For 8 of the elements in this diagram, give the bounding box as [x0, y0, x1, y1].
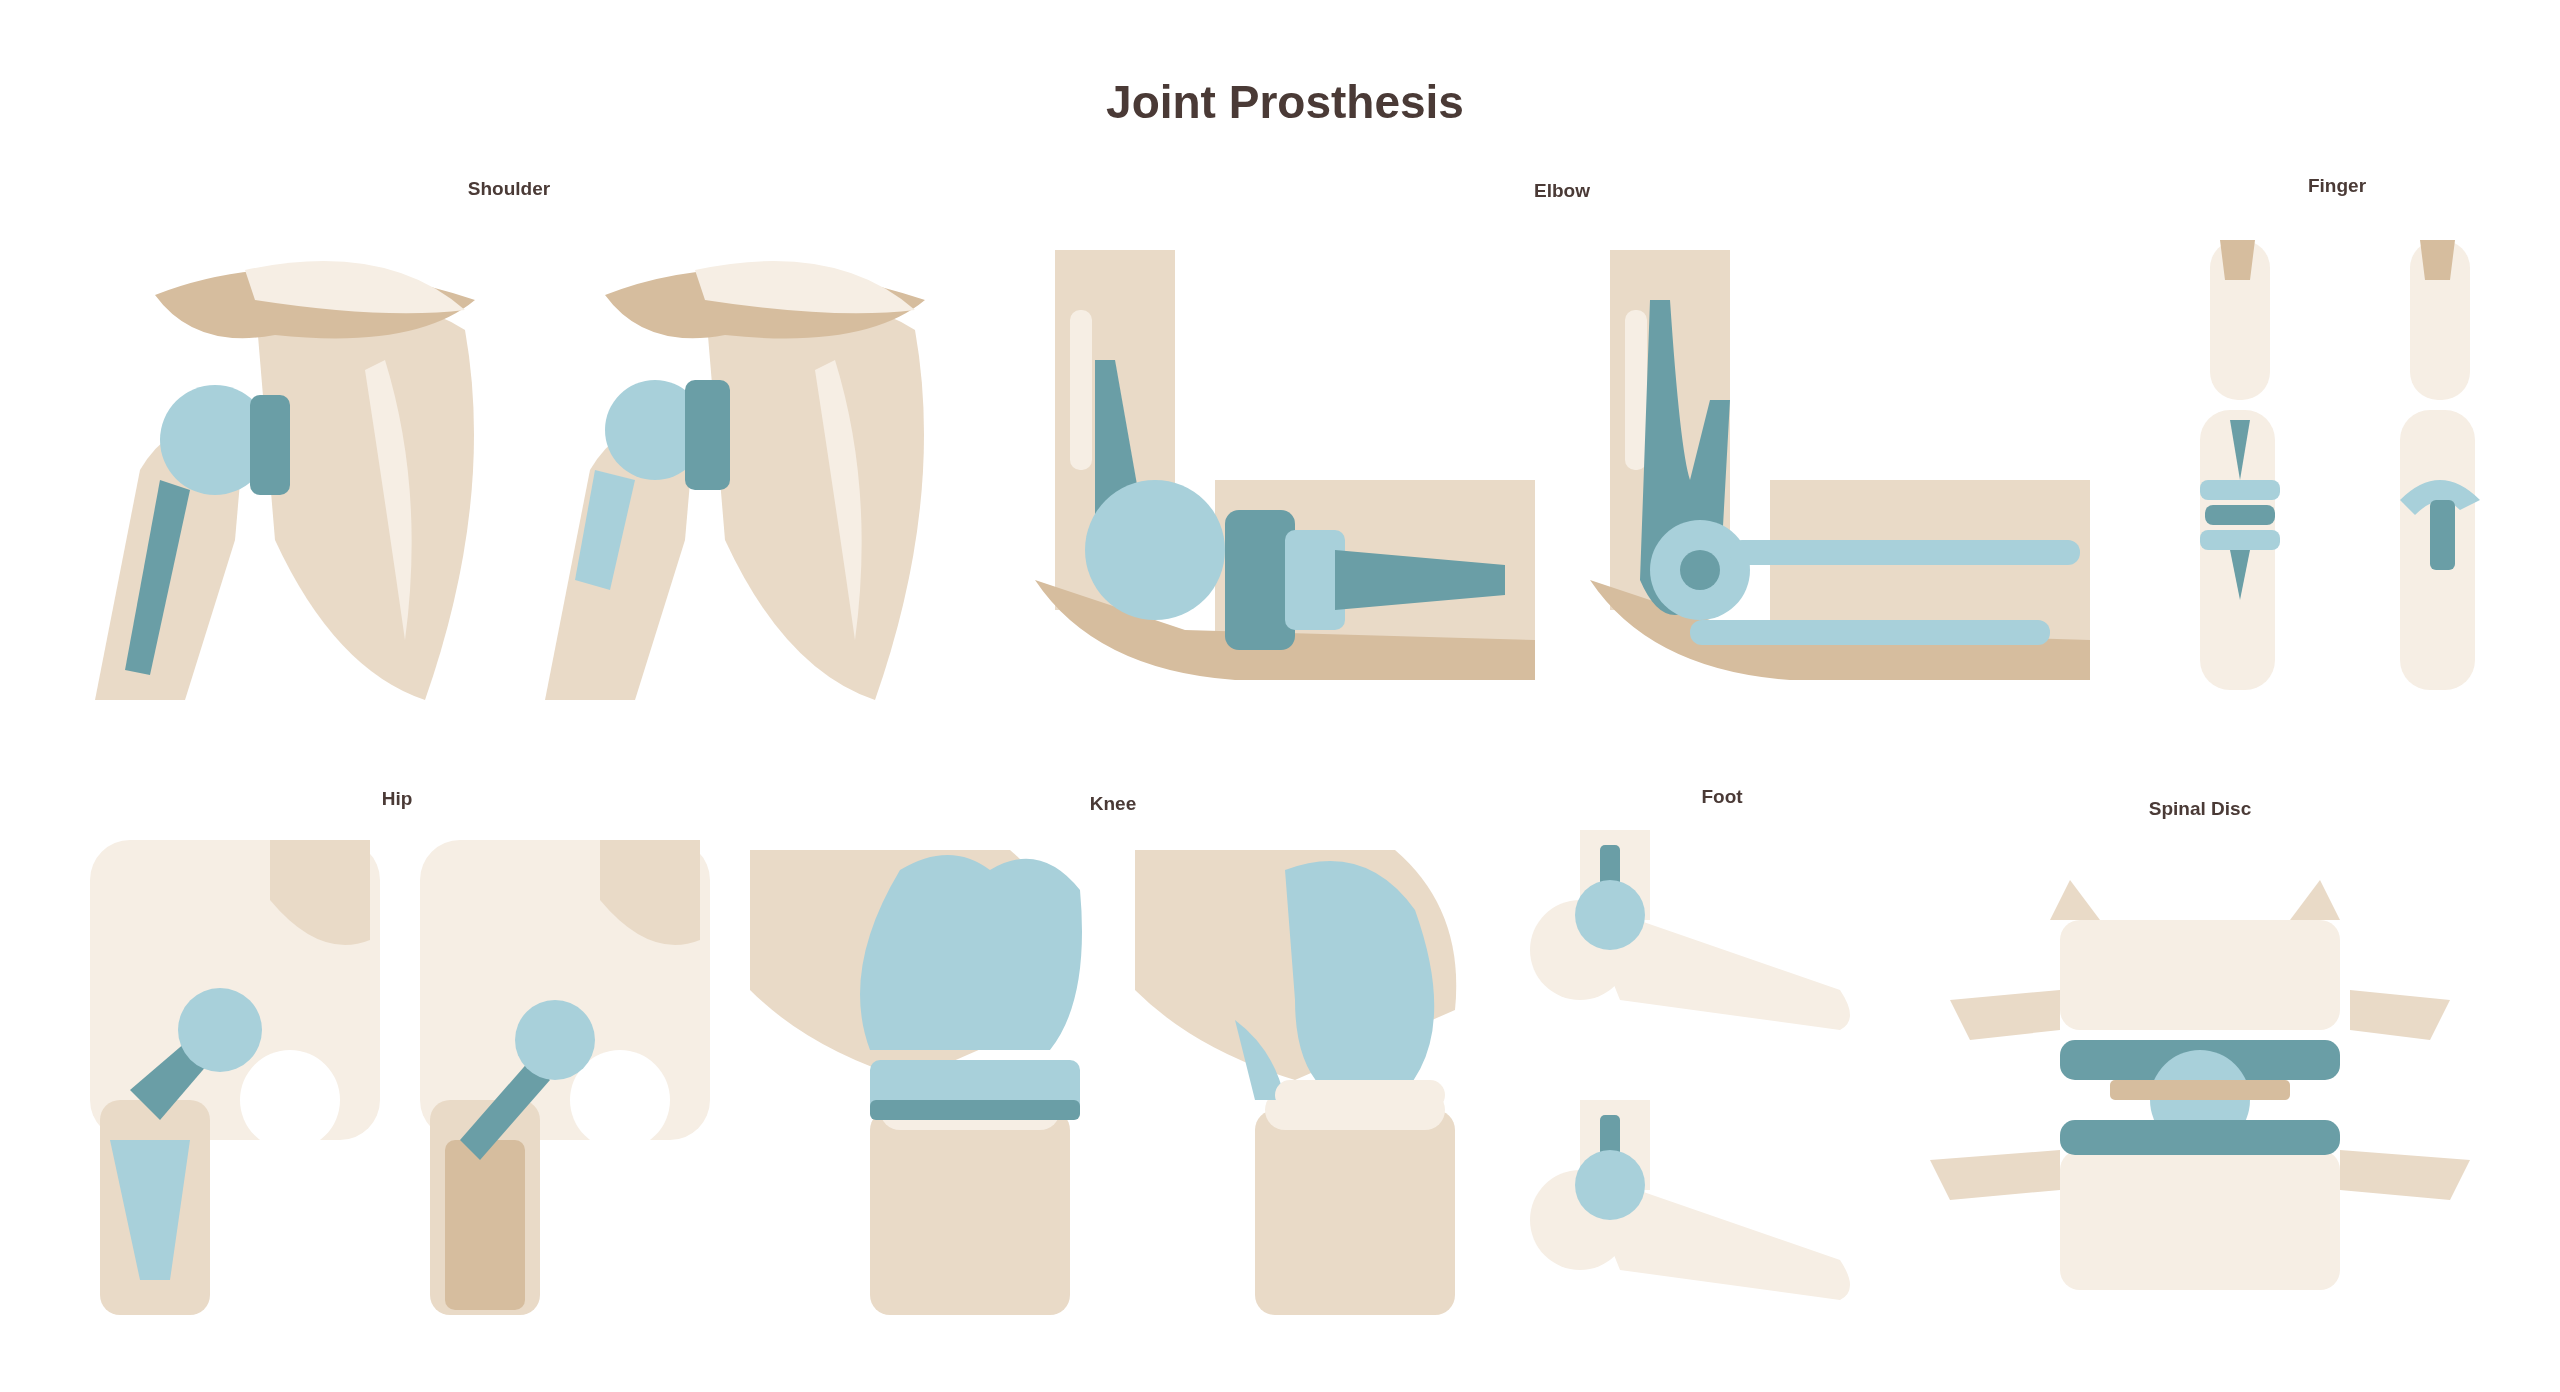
section-label: Shoulder — [467, 178, 551, 200]
section-label: Hip — [381, 788, 413, 810]
section-label: Knee — [1089, 793, 1137, 815]
title: Joint Prosthesis — [1106, 75, 1464, 129]
section-label: Finger — [2307, 175, 2367, 197]
section-label: Elbow — [1534, 180, 1590, 202]
section-label: Foot — [1701, 786, 1743, 808]
section-label: Spinal Disc — [2148, 798, 2252, 820]
